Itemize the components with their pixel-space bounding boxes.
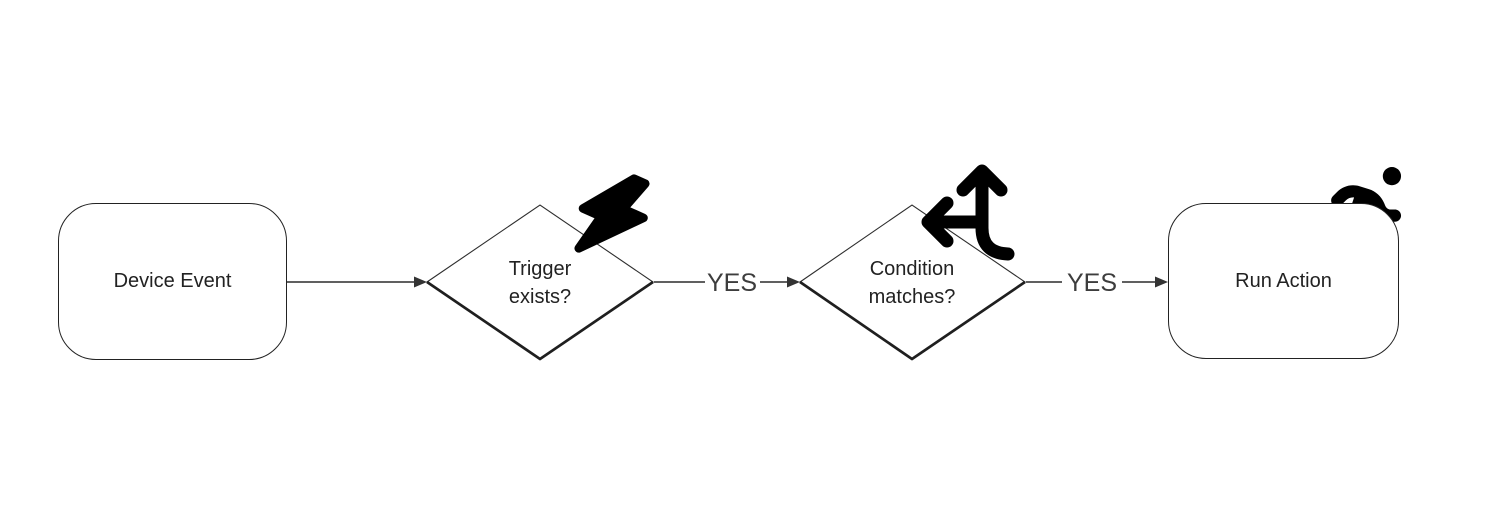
edge-condition-to-action — [1026, 276, 1168, 288]
edge-label-yes-2: YES — [1066, 268, 1118, 297]
split-arrows-up-left-icon — [921, 164, 1015, 261]
node-device-event-label: Device Event — [113, 270, 232, 292]
node-run-action: Run Action — [1168, 203, 1399, 359]
node-trigger-exists-label: Trigger exists? — [440, 255, 640, 311]
decision-condition-matches — [799, 204, 1026, 361]
arrowhead-icon — [414, 276, 427, 288]
edge-device-to-trigger — [285, 276, 427, 288]
condition-label-line1: Condition — [869, 258, 955, 280]
edge-trigger-to-condition — [654, 276, 800, 288]
arrowhead-icon — [787, 276, 800, 288]
node-condition-matches-label: Condition matches? — [812, 255, 1012, 311]
lightning-bolt-icon — [574, 174, 650, 253]
node-device-event: Device Event — [58, 203, 287, 360]
arrowhead-icon — [1155, 276, 1168, 288]
node-run-action-label: Run Action — [1235, 269, 1332, 292]
condition-label-line2: matches? — [868, 286, 956, 308]
trigger-label-line1: Trigger — [508, 258, 572, 280]
edge-label-yes-1: YES — [706, 268, 758, 297]
trigger-label-line2: exists? — [508, 286, 572, 308]
